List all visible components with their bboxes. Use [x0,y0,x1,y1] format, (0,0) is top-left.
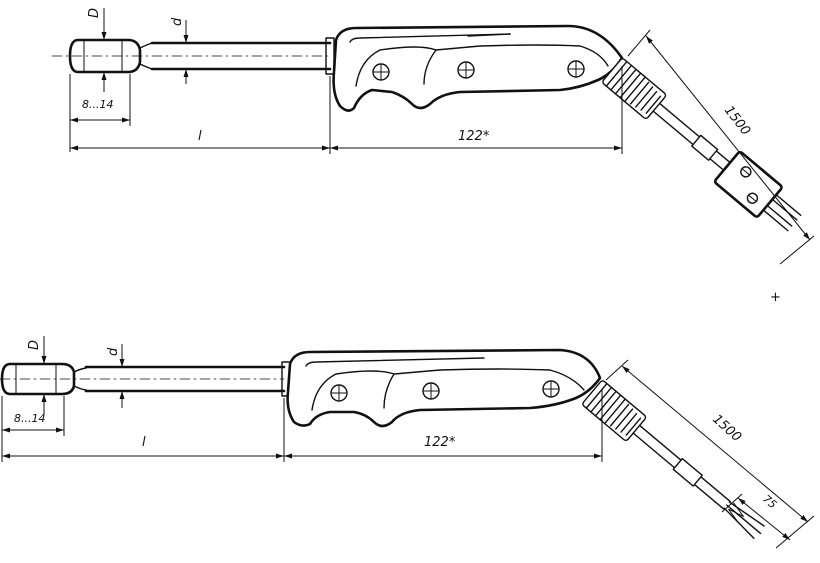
bottom-label-handle: 122* [424,435,456,450]
top-dim-D: D [87,8,107,92]
bottom-dim-tip-length: 8...14 [1,396,65,462]
bottom-dim-l: l [2,398,285,462]
bottom-strain-relief [582,380,765,539]
top-label-tip-length: 8...14 [82,98,114,111]
bottom-probe-handle [286,348,602,428]
top-dim-l: l [70,76,331,154]
bottom-dim-D: D [27,336,47,414]
bottom-dim-d: d [106,344,125,408]
top-screw-2 [457,61,475,79]
bottom-screw-2 [422,382,440,400]
bottom-probe-view: D d 8...14 l 122* 1500 [0,336,815,549]
top-probe-stem [51,37,335,75]
bottom-dim-cable: 1500 [605,359,815,549]
top-probe-view: D d 8...14 l 122* 1500 + [51,8,815,305]
bottom-label-cable: 1500 [709,412,744,445]
bottom-label-D: D [27,340,42,350]
top-dim-d: d [170,17,189,84]
top-dim-handle: 122* [330,66,623,154]
bottom-label-d: d [106,347,121,356]
bottom-label-l: l [142,435,146,450]
bottom-probe-stem [0,361,291,397]
top-screw-3 [567,60,585,78]
bottom-label-tip-length: 8...14 [14,412,46,425]
top-label-d: d [170,17,185,26]
top-label-cable: 1500 [721,103,753,138]
bottom-dim-handle: 122* [284,390,603,462]
top-dim-tip-length: 8...14 [69,74,131,152]
top-screw-1 [372,63,390,81]
top-label-D: D [87,8,102,18]
bottom-screw-1 [330,384,348,402]
top-label-plus: + [770,290,781,305]
top-label-l: l [198,129,202,144]
top-probe-handle [332,24,624,112]
top-label-handle: 122* [458,129,490,144]
top-strain-relief [602,58,802,232]
bottom-screw-3 [542,380,560,398]
